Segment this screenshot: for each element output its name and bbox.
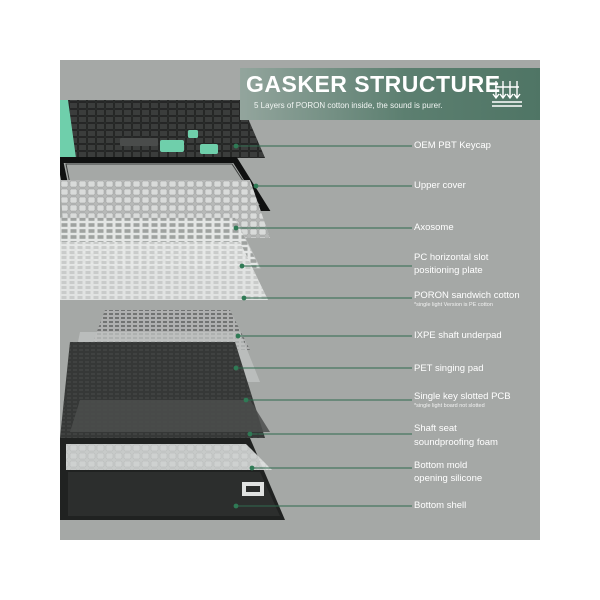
label-oem-pbt-keycap: OEM PBT Keycap	[414, 140, 491, 151]
diagram-title: GASKER STRUCTURE	[246, 71, 501, 97]
label-pet-pad: PET singing pad	[414, 363, 484, 374]
label-bottom-shell: Bottom shell	[414, 500, 467, 511]
note-poron-cotton: *single light Version is PE cotton	[414, 302, 493, 308]
label-upper-cover: Upper cover	[414, 180, 466, 191]
leader-lines	[236, 145, 412, 507]
label-axosome: Axosome	[414, 222, 454, 233]
bottom-shell-layer	[60, 438, 285, 520]
leader-dots	[233, 143, 259, 509]
leader-dot-axosome	[233, 225, 239, 231]
label-bottom-mold-line1: Bottom mold	[414, 460, 468, 471]
label-shaft-seat-line1: Shaft seat	[414, 423, 457, 434]
sound-dampening-icon	[492, 81, 522, 107]
label-ixpe-underpad: IXPE shaft underpad	[414, 330, 502, 341]
keycap-layer	[60, 100, 265, 158]
label-bottom-mold-line2: opening silicone	[414, 473, 483, 484]
exploded-keyboard-illustration	[60, 100, 412, 520]
leader-dot-plate	[239, 263, 245, 269]
leader-dot-poron	[241, 295, 247, 301]
label-pc-plate-line2: positioning plate	[414, 265, 483, 276]
leader-dot-ixpe	[235, 333, 241, 339]
diagram-subtitle: 5 Layers of PORON cotton inside, the sou…	[254, 101, 443, 110]
leader-dot-foam	[247, 431, 253, 437]
diagram-panel: GASKER STRUCTURE 5 Layers of PORON cotto…	[60, 60, 540, 540]
label-slotted-pcb: Single key slotted PCB	[414, 391, 511, 402]
soundproof-foam-layer	[70, 400, 270, 432]
leader-dot-keycap	[233, 143, 239, 149]
poron-cotton-layer	[60, 242, 268, 300]
leader-dot-shell	[233, 503, 239, 509]
leader-dot-pet	[233, 365, 239, 371]
label-poron-cotton: PORON sandwich cotton	[414, 290, 520, 301]
leader-dot-silicone	[249, 465, 255, 471]
label-pc-plate-line1: PC horizontal slot	[414, 252, 489, 263]
leader-dot-upper-cover	[253, 183, 259, 189]
note-slotted-pcb: *single light board not slotted	[414, 403, 485, 409]
leader-dot-pcb	[243, 397, 249, 403]
header-banner	[240, 68, 540, 120]
label-shaft-seat-line2: soundproofing foam	[414, 437, 498, 448]
